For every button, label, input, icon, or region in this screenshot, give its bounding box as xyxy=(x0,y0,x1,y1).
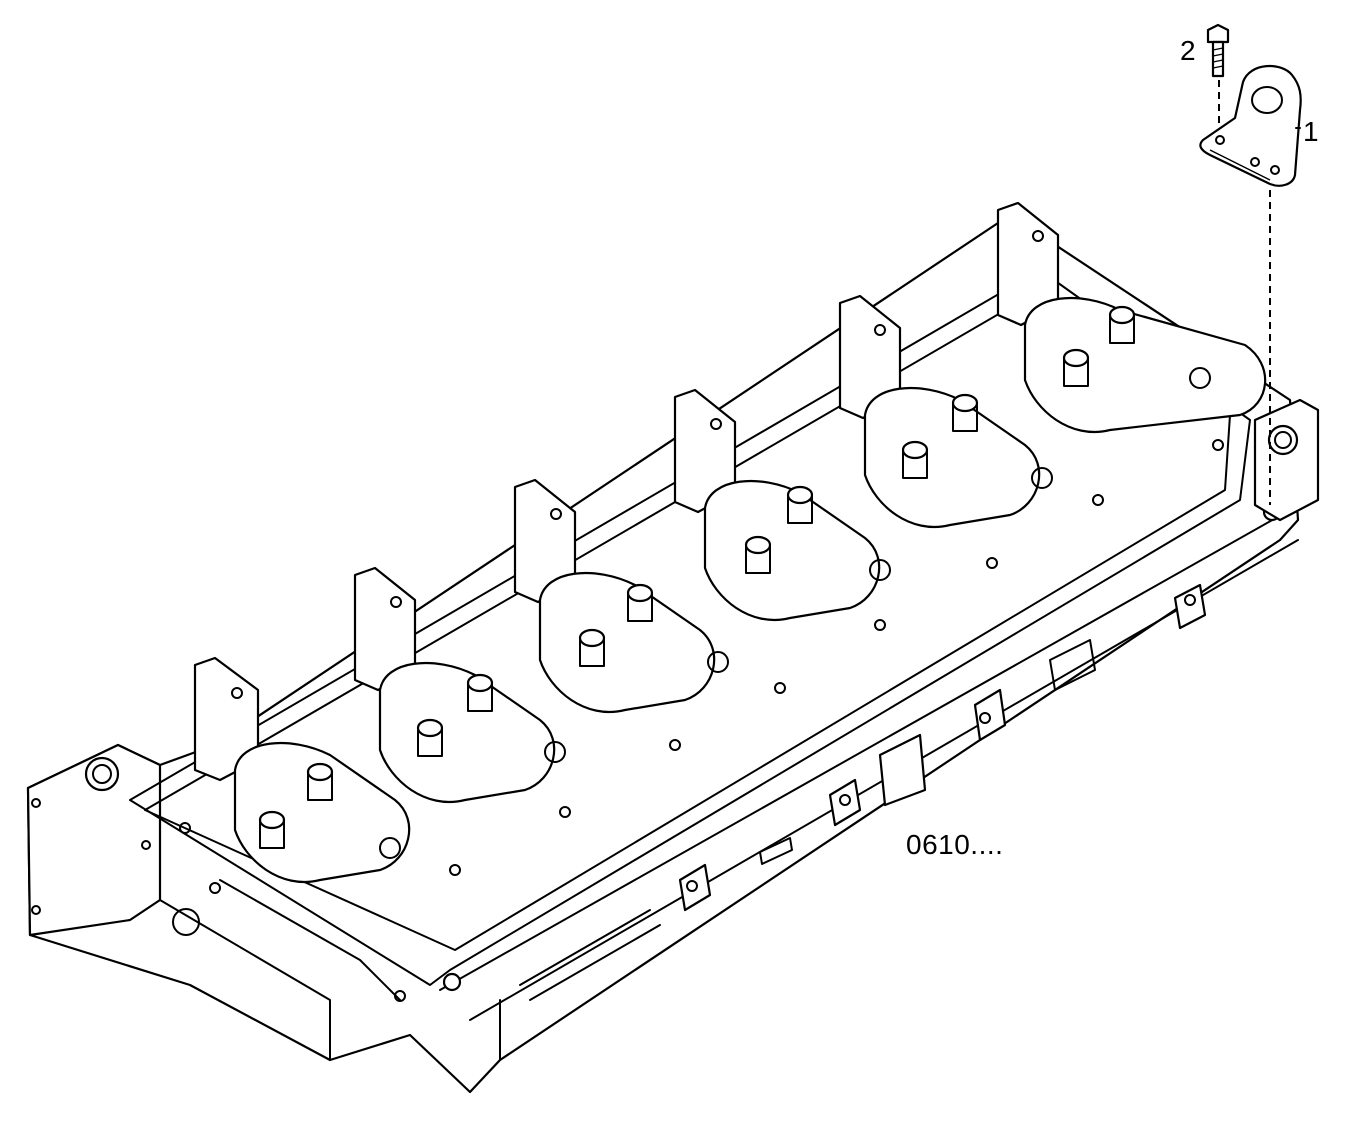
lower-flange xyxy=(519,583,1207,1001)
rear-end-boss xyxy=(1253,398,1320,522)
bolt-part xyxy=(1206,23,1230,78)
assembly-lines xyxy=(1218,80,1301,505)
reference-code: 0610.... xyxy=(906,829,1004,860)
cylinder-pockets xyxy=(233,296,1267,883)
cam-towers xyxy=(193,201,1060,782)
bracket-part xyxy=(1199,64,1302,187)
callout-1: 1 xyxy=(1303,116,1319,147)
callout-2: 2 xyxy=(1180,35,1196,66)
